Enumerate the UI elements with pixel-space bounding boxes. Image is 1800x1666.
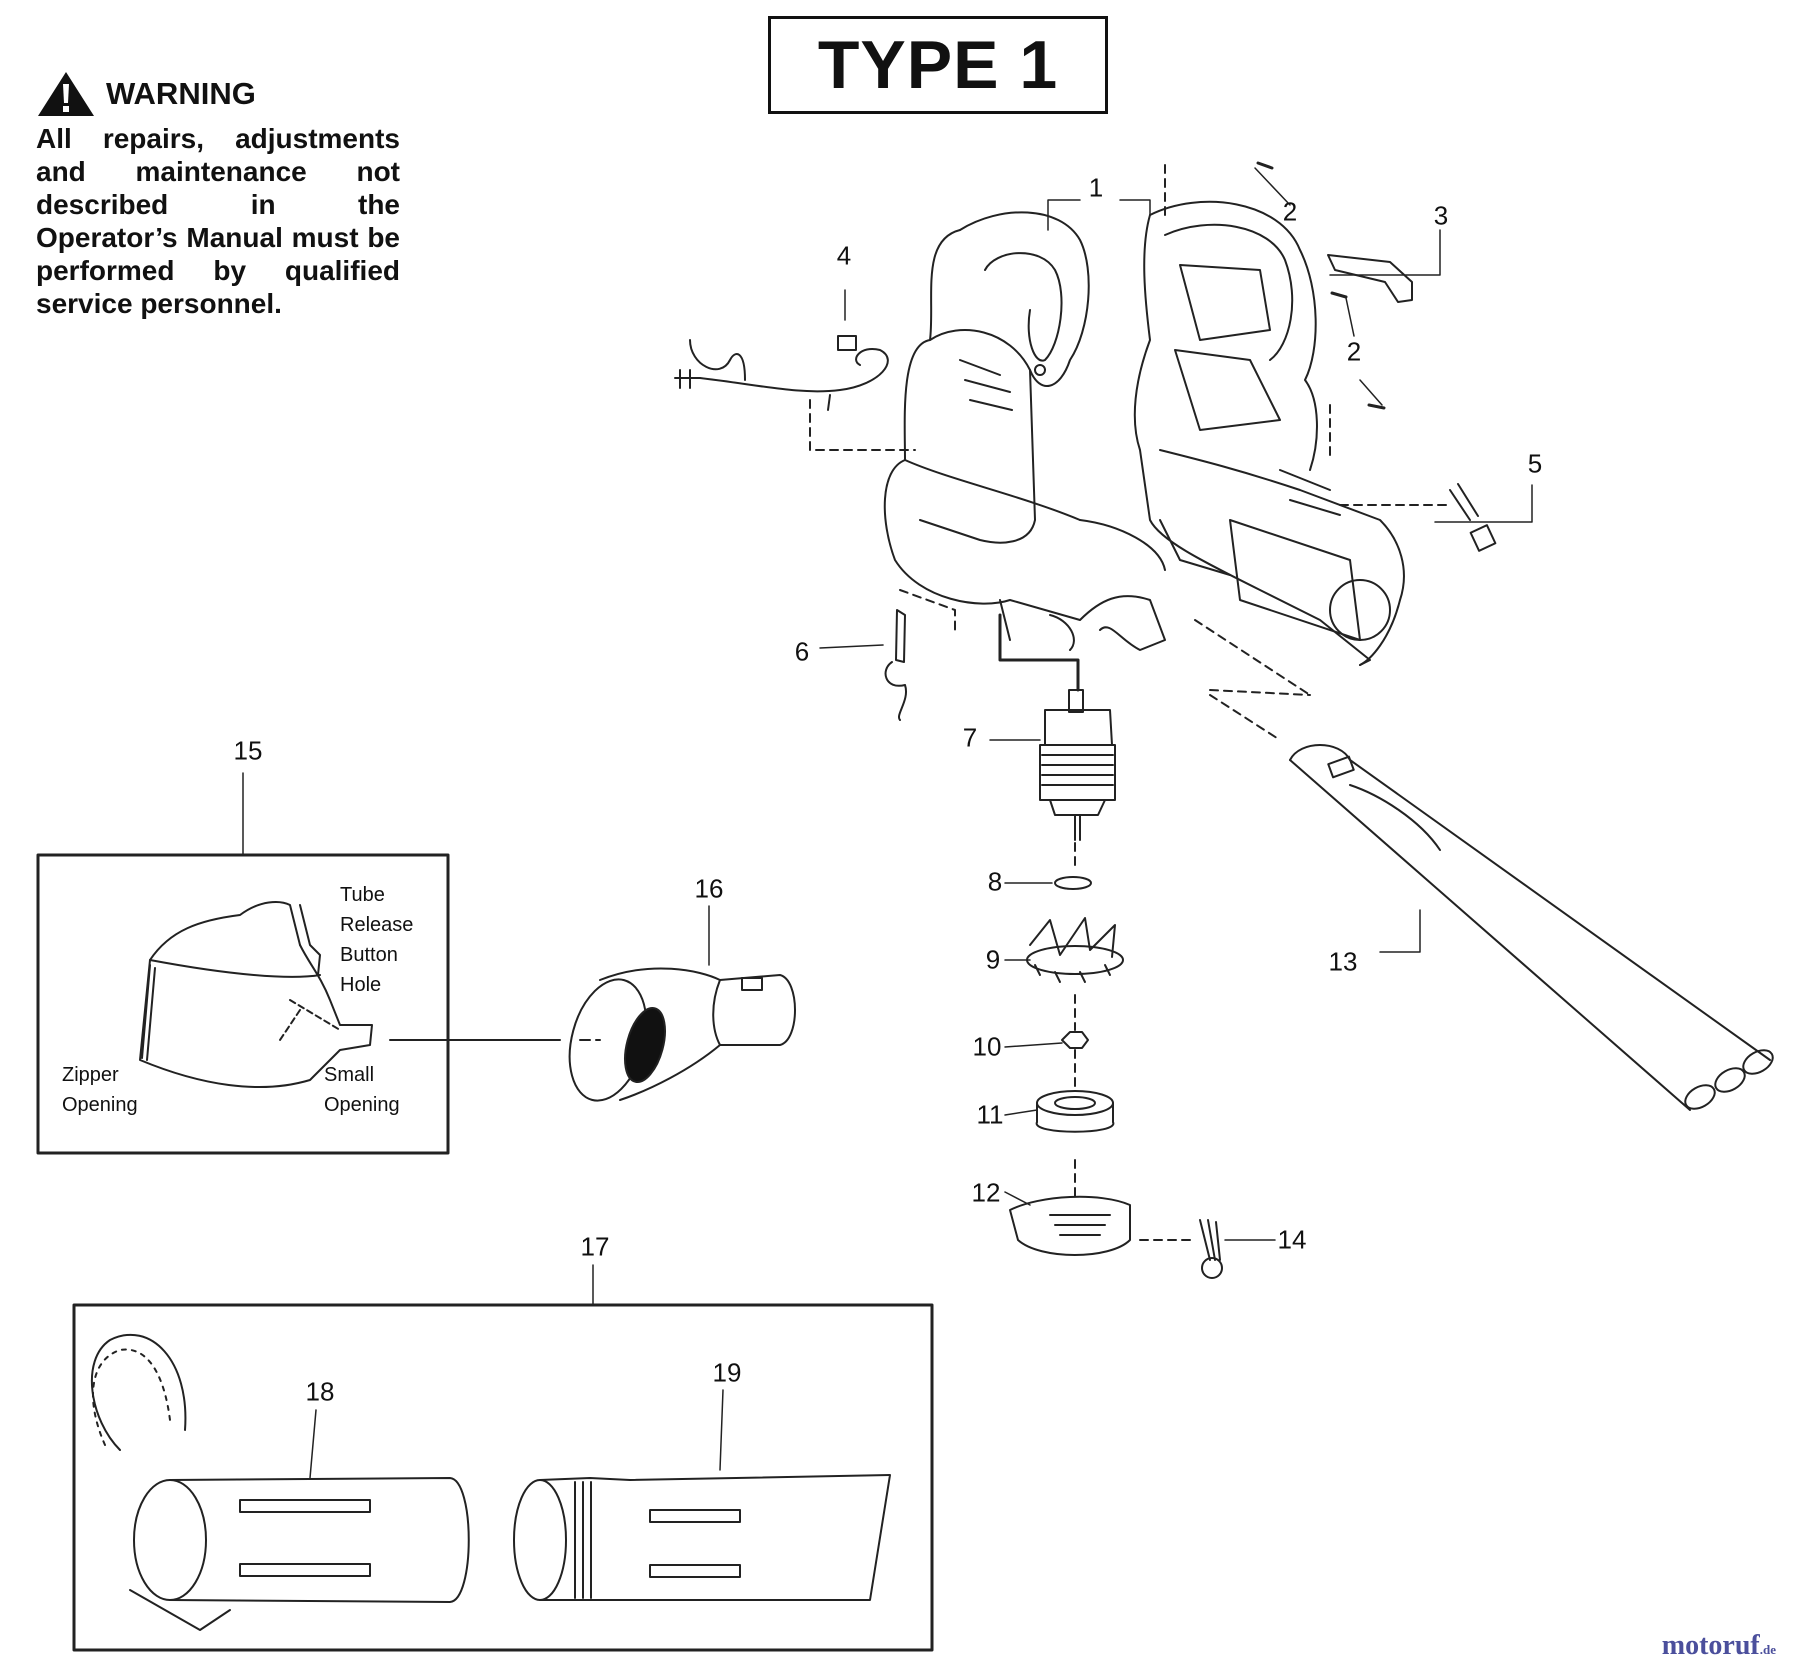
- leader-lines: [242, 167, 1533, 1479]
- bag-adapter-part: [568, 967, 796, 1102]
- callout-1: 1: [1088, 172, 1104, 203]
- nut-part: [1061, 1031, 1089, 1049]
- washer-part: [1054, 876, 1092, 890]
- callout-11: 11: [976, 1099, 1004, 1130]
- note-tube-release: Tube Release Button Hole: [340, 884, 414, 996]
- fan-cover-part: [1035, 1090, 1115, 1133]
- callout-18: 18: [305, 1376, 335, 1407]
- callout-19: 19: [712, 1357, 742, 1388]
- screws-part: [1256, 161, 1386, 410]
- assembly-lines: [809, 164, 1451, 1241]
- callout-9: 9: [985, 944, 1001, 975]
- power-cord-part: [674, 335, 889, 411]
- warning-triangle-icon: [38, 72, 94, 116]
- blower-tube-part: [1289, 744, 1774, 1111]
- callout-8: 8: [987, 866, 1003, 897]
- warning-block: WARNING All repairs, adjustments and mai…: [36, 70, 400, 320]
- callout-13: 13: [1328, 946, 1358, 977]
- bottom-housing-part: [1009, 1195, 1131, 1256]
- housing-left-half: [883, 211, 1166, 651]
- callout-3: 3: [1433, 200, 1449, 231]
- brand-watermark: motoruf.de: [1661, 1630, 1776, 1661]
- callout-16: 16: [694, 873, 724, 904]
- callout-17: 17: [580, 1231, 610, 1262]
- callout-7: 7: [962, 722, 978, 753]
- cord-retainer-part: [1199, 1219, 1223, 1279]
- housing-right-half: [1133, 200, 1405, 666]
- vacuum-tube-kit-part: [72, 1303, 934, 1652]
- callout-10: 10: [972, 1031, 1002, 1062]
- callout-5: 5: [1527, 448, 1543, 479]
- note-small-opening: Small Opening: [324, 1064, 400, 1116]
- callout-4: 4: [836, 240, 852, 271]
- callout-6: 6: [794, 636, 810, 667]
- callout-2a: 2: [1282, 196, 1298, 227]
- lever-part: [884, 609, 908, 721]
- motor-part: [1039, 689, 1116, 841]
- warning-heading: WARNING: [106, 76, 256, 111]
- diagram-title: TYPE 1: [768, 16, 1108, 114]
- note-zipper-opening: Zipper Opening: [62, 1064, 138, 1116]
- callout-2b: 2: [1346, 336, 1362, 367]
- impeller-part: [1026, 917, 1124, 983]
- callout-15: 15: [233, 735, 263, 766]
- latch-part: [1327, 254, 1413, 303]
- switch-part: [1449, 483, 1497, 552]
- callout-14: 14: [1277, 1224, 1307, 1255]
- warning-text: All repairs, adjustments and maintenance…: [36, 123, 400, 319]
- callout-12: 12: [971, 1177, 1001, 1208]
